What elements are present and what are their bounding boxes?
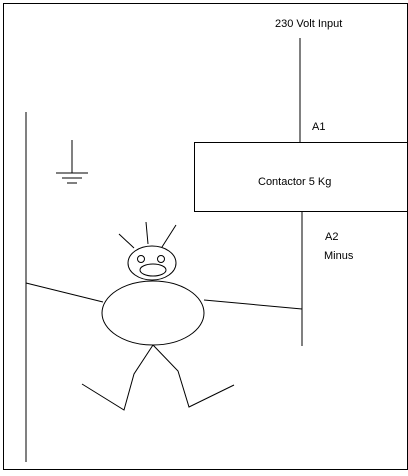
contactor-label: Contactor 5 Kg xyxy=(258,176,331,188)
terminal-a1-label: A1 xyxy=(312,121,325,133)
terminal-a2-label: A2 xyxy=(325,231,338,243)
figure-body xyxy=(101,280,205,346)
figure-left-eye xyxy=(137,255,145,263)
figure-mouth xyxy=(139,263,167,277)
figure-right-leg xyxy=(152,344,235,408)
input-label: 230 Volt Input xyxy=(275,18,342,30)
ground-icon xyxy=(56,140,88,184)
figure-right-eye xyxy=(157,255,165,263)
figure-left-leg xyxy=(81,344,154,411)
stick-figure xyxy=(25,221,303,411)
figure-right-arm xyxy=(203,299,303,310)
figure-hair xyxy=(118,233,135,249)
figure-head xyxy=(127,245,177,281)
minus-label: Minus xyxy=(324,250,354,262)
figure-left-arm xyxy=(25,282,104,303)
diagram-border xyxy=(3,3,408,470)
